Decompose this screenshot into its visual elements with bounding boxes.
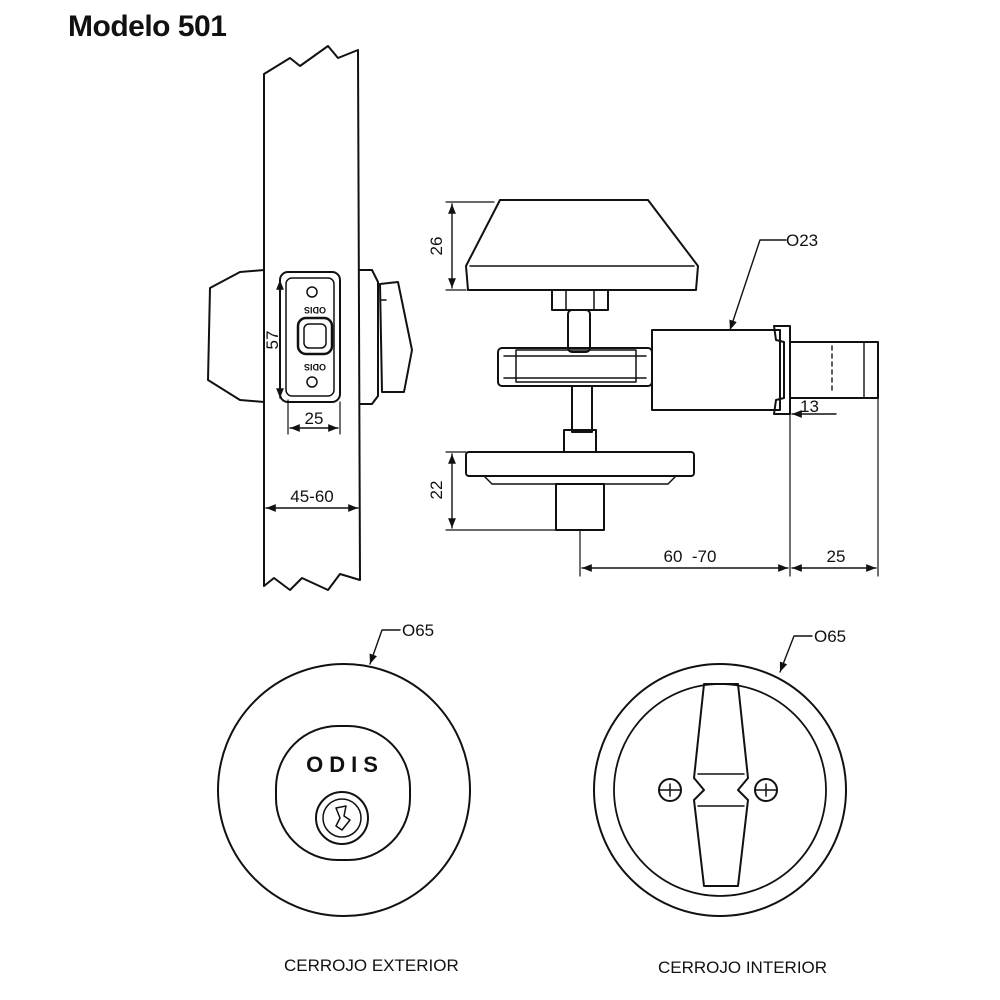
exterior-logo: ODIS [306, 752, 384, 777]
bolt-housing [651, 329, 781, 411]
dim-bolt-diameter: O23 [786, 231, 818, 250]
dim-knob-height: 26 [427, 237, 446, 256]
section-view [445, 199, 879, 577]
knob-stem [551, 289, 609, 311]
dim-rose-height: 22 [427, 481, 446, 500]
thumb-turn [379, 281, 413, 393]
caption-interior: CERROJO INTERIOR [658, 958, 828, 977]
keyway [315, 791, 369, 845]
plate-logo-top: ODIS [304, 305, 326, 315]
door-panel [263, 45, 361, 591]
side-view [207, 45, 413, 591]
dim-bolt-tip: 13 [800, 397, 819, 416]
caption-exterior: CERROJO EXTERIOR [284, 956, 459, 975]
dim-width-25: 25 [305, 409, 324, 428]
dim-height-57: 57 [263, 331, 282, 350]
dim-door-thickness: 45-60 [290, 487, 333, 506]
exterior-rose [217, 663, 471, 917]
interior-rose-outer [593, 663, 847, 917]
spindle [571, 385, 593, 433]
page-title: Modelo 501 [68, 10, 227, 43]
bolt-tip [789, 341, 879, 399]
dim-exterior-diameter: O65 [402, 621, 434, 640]
screw-left [658, 778, 682, 802]
interior-cylinder [555, 483, 605, 531]
dim-bolt-throw: 25 [827, 547, 846, 566]
dim-backset: 60 -70 [664, 547, 717, 566]
exterior-knob [465, 199, 699, 291]
cylinder-plate [275, 725, 411, 861]
interior-turn-housing [359, 269, 379, 405]
dim-interior-diameter: O65 [814, 627, 846, 646]
front-interior-view [593, 635, 847, 917]
plate-logo-bottom: ODIS [304, 362, 326, 372]
interior-rose [465, 451, 695, 477]
bolt-face [296, 316, 334, 356]
screw-right [754, 778, 778, 802]
exterior-cylinder-housing [207, 269, 265, 403]
bolt-mechanism [497, 347, 653, 387]
labels: 57 25 45-60 ODIS ODIS 26 22 O23 13 60 -7… [263, 231, 846, 777]
bolt-flange [773, 325, 791, 415]
thumb-turn-handle [693, 683, 749, 887]
front-exterior-view [217, 629, 471, 917]
